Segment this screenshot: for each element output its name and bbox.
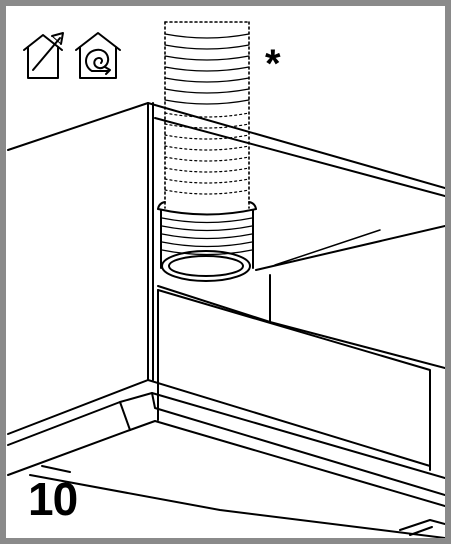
installation-diagram (7, 21, 445, 538)
recirculation-icon (75, 32, 121, 79)
hood-box (7, 225, 445, 471)
ceiling-lines (274, 229, 381, 266)
duct-lower (157, 201, 257, 282)
hood-bottom (7, 392, 445, 538)
duct-upper-rings (164, 33, 250, 105)
duct-upper-hidden (164, 21, 250, 209)
duct-note-mark: * (265, 42, 281, 86)
ducted-extraction-icon (23, 32, 64, 79)
duct-rings-hidden (164, 112, 250, 195)
step-number: 10 (28, 473, 78, 525)
cabinet-top (7, 102, 445, 381)
